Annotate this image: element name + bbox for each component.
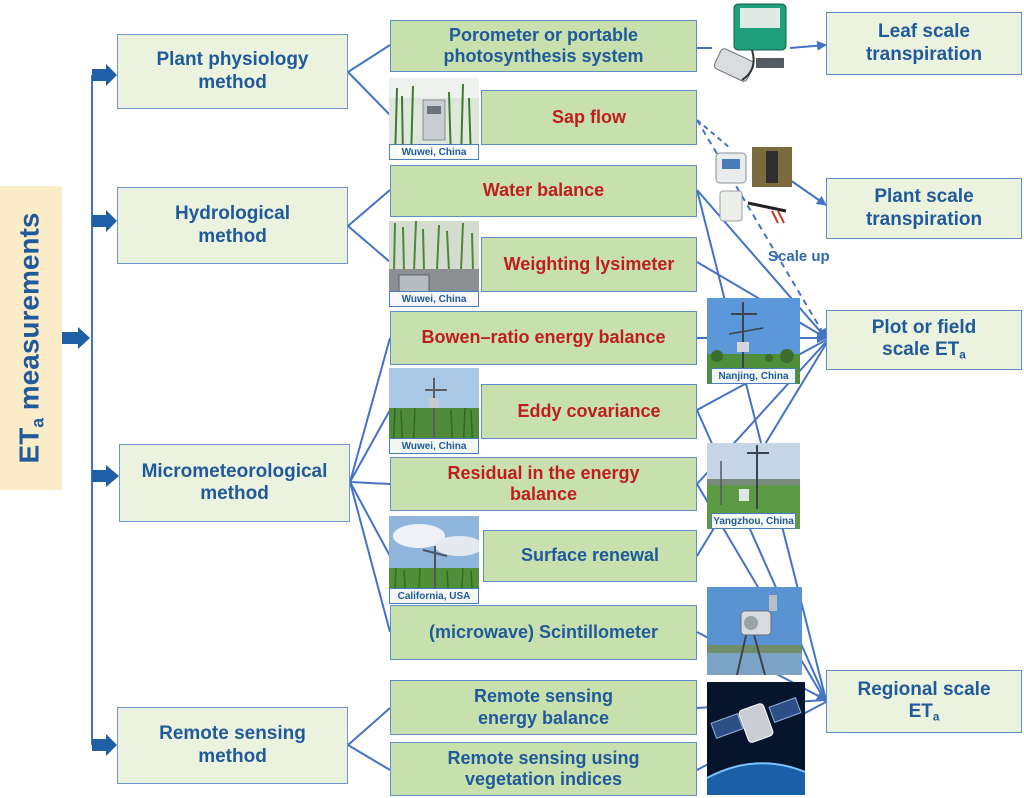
- photo-satellite: [707, 682, 805, 795]
- method-surface-renewal: Surface renewal: [483, 530, 697, 582]
- photo-caption: Wuwei, China: [389, 438, 479, 454]
- method-sap-flow: Sap flow: [481, 90, 697, 145]
- photo-residual-station: Yangzhou, China: [707, 443, 800, 529]
- method-bowen-ratio: Bowen–ratio energy balance: [390, 311, 697, 365]
- sap-flow-sensor-image: [712, 145, 797, 229]
- photo-caption: Yangzhou, China: [711, 513, 796, 529]
- root-panel: [0, 186, 62, 490]
- photo-surface-renewal: California, USA: [389, 516, 479, 604]
- method-weighting-lysimeter: Weighting lysimeter: [481, 237, 697, 292]
- photo-eddy-covariance: Wuwei, China: [389, 368, 479, 454]
- photo-caption: California, USA: [389, 588, 479, 604]
- method-scintillometer: (microwave) Scintillometer: [390, 605, 697, 660]
- photo-caption: Wuwei, China: [389, 144, 479, 160]
- photo-caption: Nanjing, China: [711, 368, 796, 384]
- photo-lysimeter: Wuwei, China: [389, 221, 479, 307]
- photo-caption: Wuwei, China: [389, 291, 479, 307]
- scale-up-label: Scale up: [768, 248, 830, 265]
- root-title: ETa measurements: [13, 212, 48, 464]
- method-water-balance: Water balance: [390, 165, 697, 217]
- porometer-device-image: [712, 0, 792, 95]
- photo-sap-flow-greenhouse: Wuwei, China: [389, 78, 479, 160]
- photo-bowen-ratio-station: Nanjing, China: [707, 298, 800, 384]
- method-eddy-covariance: Eddy covariance: [481, 384, 697, 439]
- photo-scintillometer: [707, 587, 802, 675]
